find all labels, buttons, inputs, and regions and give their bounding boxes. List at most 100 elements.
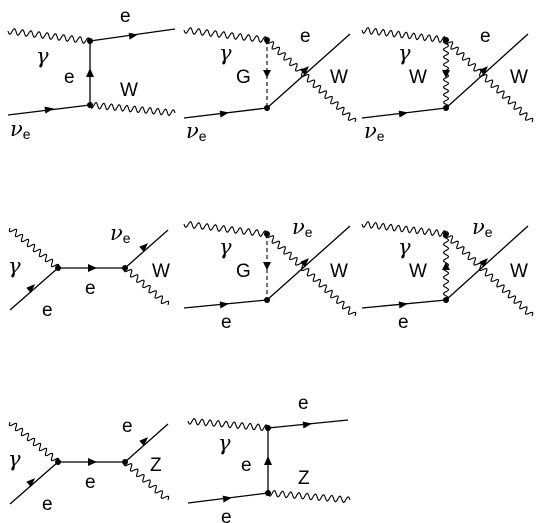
diagram-2-1: γ e e νe W	[8, 221, 170, 321]
fermion-arrow	[139, 243, 149, 253]
w-boson-line	[123, 267, 170, 306]
photon-label: γ	[219, 41, 232, 65]
photon-line	[183, 27, 268, 43]
vertex	[264, 297, 270, 303]
fermion-arrow	[86, 68, 94, 77]
electron-in-label: e	[42, 300, 53, 321]
scalar-arrow	[263, 262, 271, 270]
photon-line	[8, 421, 60, 463]
w-boson-line	[265, 233, 357, 317]
fermion-arrow	[479, 66, 488, 76]
vertex	[122, 459, 128, 465]
w-label: W	[330, 67, 348, 88]
electron-out-label: e	[122, 416, 133, 437]
internal-label: G	[236, 261, 251, 282]
z-label: Z	[150, 455, 162, 476]
fermion-arrow	[264, 456, 272, 465]
vertex	[264, 105, 270, 111]
photon-label: γ	[8, 254, 21, 278]
w-label: W	[120, 80, 138, 101]
electron-in-label: e	[221, 312, 232, 333]
vertex	[265, 425, 271, 431]
vertex	[55, 459, 61, 465]
photon-label: γ	[219, 235, 232, 259]
fermion-arrow	[88, 458, 97, 466]
electron-in-label: e	[221, 507, 232, 523]
fermion-arrow	[398, 110, 408, 118]
w-boson-line	[265, 39, 357, 123]
internal-label: e	[241, 455, 252, 476]
diagram-1-1: γ e e W νe	[7, 6, 176, 142]
electron-in-label: e	[398, 312, 409, 333]
neutrino-out-line	[124, 229, 169, 269]
photon-line	[361, 221, 447, 237]
vertex	[122, 265, 128, 271]
vertex	[443, 231, 449, 237]
w-boson-line	[444, 39, 534, 123]
scalar-arrow	[263, 70, 271, 78]
internal-label: W	[409, 261, 427, 282]
internal-label: G	[236, 67, 251, 88]
electron-out-line	[266, 33, 351, 109]
fermion-arrow	[139, 437, 149, 447]
electron-in-label: e	[42, 494, 53, 515]
photon-label: γ	[398, 41, 411, 65]
electron-out-label: e	[300, 26, 311, 47]
vertex	[264, 37, 270, 43]
vertex	[265, 490, 271, 496]
boson-arrow	[442, 70, 450, 78]
photon-label: γ	[218, 431, 231, 455]
fermion-arrow	[302, 421, 312, 429]
fermion-arrow	[219, 301, 229, 309]
neutrino-label: νe	[292, 215, 313, 240]
vertex	[443, 297, 449, 303]
photon-label: γ	[36, 44, 49, 68]
electron-out-label: e	[120, 6, 131, 27]
internal-label: e	[85, 278, 96, 299]
internal-label: W	[409, 67, 427, 88]
photon-line	[183, 221, 268, 237]
fermion-arrow	[219, 110, 229, 118]
fermion-arrow	[300, 258, 309, 268]
neutrino-out-line	[266, 225, 351, 301]
w-label: W	[152, 261, 170, 282]
internal-label: e	[64, 67, 75, 88]
fermion-arrow	[222, 495, 232, 503]
fermion-arrow	[26, 478, 36, 488]
diagram-2-2: γ G νe W e	[183, 215, 357, 333]
vertex	[87, 38, 93, 44]
neutrino-label: νe	[110, 221, 131, 246]
w-boson-line	[89, 101, 176, 117]
w-label: W	[510, 67, 528, 88]
fermion-arrow	[88, 264, 97, 272]
diagram-2-3: γ W νe W e	[361, 215, 534, 333]
neutrino-label: νe	[10, 117, 31, 142]
fermion-arrow	[44, 106, 54, 114]
photon-label: γ	[398, 235, 411, 259]
photon-line	[187, 417, 269, 432]
vertex	[443, 105, 449, 111]
vertex	[443, 37, 449, 43]
internal-label: e	[85, 472, 96, 493]
diagram-3-1: γ e e e Z	[8, 416, 170, 515]
fermion-arrow	[128, 32, 138, 40]
electron-out-line	[445, 33, 529, 109]
z-label: Z	[298, 468, 310, 489]
z-boson-line	[267, 489, 351, 504]
electron-out-label: e	[298, 393, 309, 414]
photon-label: γ	[8, 447, 21, 471]
diagram-1-2: γ G e W νe	[183, 26, 357, 144]
electron-out-label: e	[480, 26, 491, 47]
neutrino-label: νe	[364, 119, 385, 144]
fermion-arrow	[479, 258, 488, 268]
neutrino-out-line	[445, 225, 529, 301]
diagram-3-2: γ e e Z e	[187, 393, 351, 523]
photon-line	[361, 27, 447, 43]
photon-line	[7, 28, 91, 44]
electron-in-line	[9, 461, 59, 505]
neutrino-label: νe	[472, 215, 493, 240]
w-boson-line	[444, 233, 534, 317]
fermion-arrow	[26, 284, 36, 294]
w-label: W	[330, 261, 348, 282]
